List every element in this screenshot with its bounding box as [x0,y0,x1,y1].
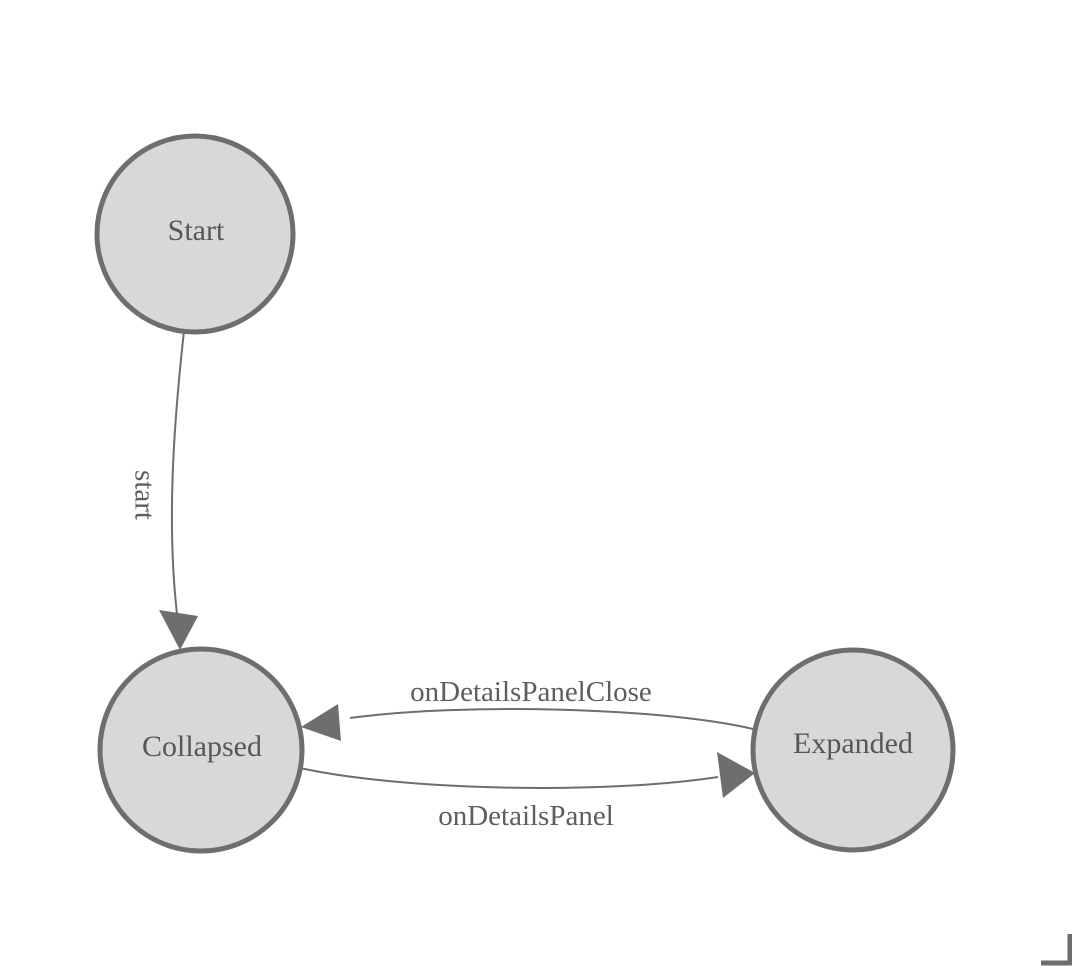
edge-line [170,330,185,615]
transition-edge-start: start [128,330,198,650]
state-node-collapsed: Collapsed [97,646,305,854]
state-circle [97,646,305,854]
state-label-collapsed: Collapsed [142,730,262,763]
state-node-expanded: Expanded [750,647,956,853]
state-circle [94,133,296,335]
arrowhead-left-icon [301,704,341,741]
arrowhead-right-icon [717,752,755,798]
transition-edge-on-details-panel: onDetailsPanel [299,752,755,832]
transition-label-on-details-panel: onDetailsPanel [438,800,614,832]
arrowhead-down-icon [159,610,198,650]
canvas-corner-border [1041,934,1072,966]
state-label-expanded: Expanded [793,727,913,760]
state-circle [750,647,956,853]
transition-label-start: start [128,470,160,520]
state-label-start: Start [168,214,225,247]
edge-line [349,708,754,730]
state-node-start: Start [94,133,296,335]
transition-label-on-details-panel-close: onDetailsPanelClose [410,676,652,708]
edge-line [299,767,719,789]
transition-edge-on-details-panel-close: onDetailsPanelClose [301,676,754,741]
